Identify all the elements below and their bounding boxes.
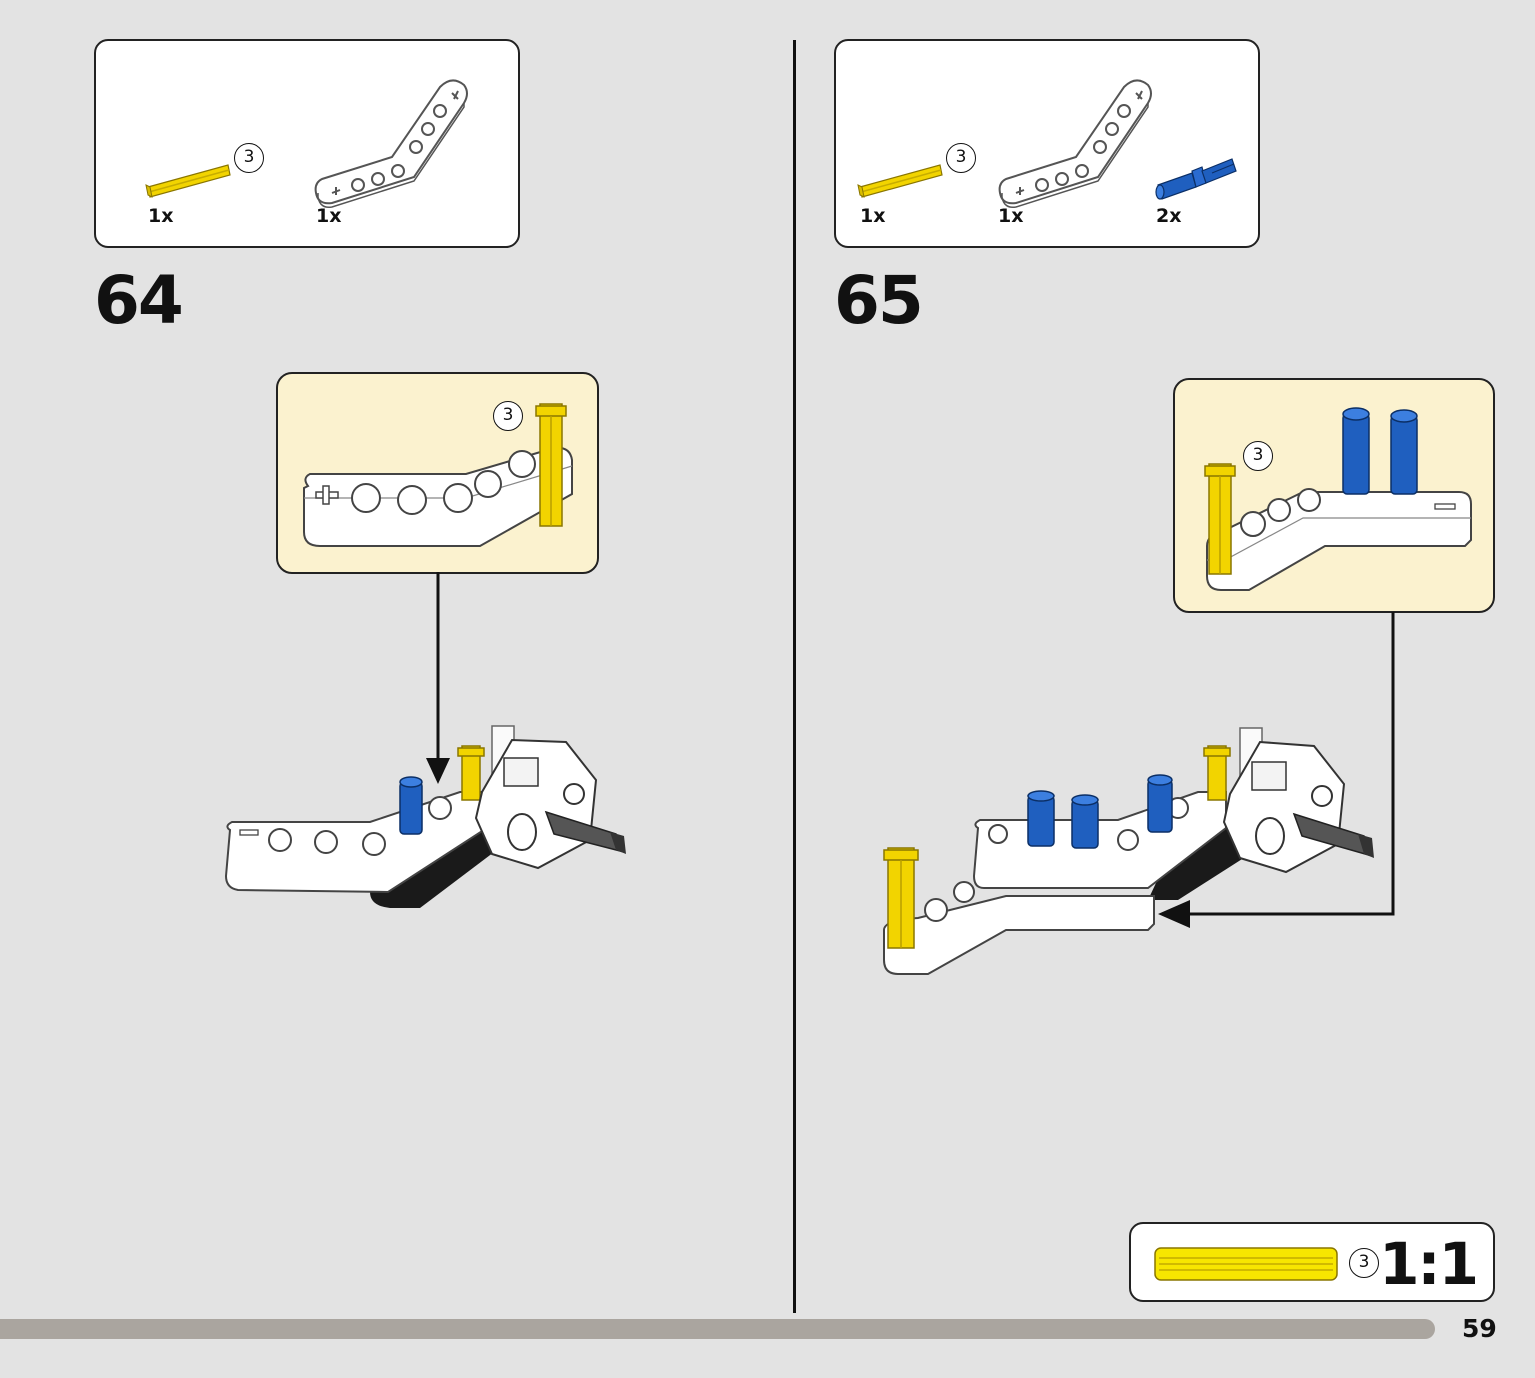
- part-qty: 1x: [316, 205, 342, 227]
- callout-step-65: 3: [1173, 378, 1495, 613]
- beam-with-axle-illustration: [303, 403, 573, 547]
- callout-step-64: 3: [276, 372, 599, 574]
- step-number: 65: [834, 262, 924, 339]
- part-qty: 1x: [998, 205, 1024, 227]
- placement-arrow: [1158, 612, 1395, 928]
- beam-with-axle-and-pins-illustration: [1204, 407, 1472, 591]
- yellow-axle-icon: [857, 164, 943, 198]
- page-progress-bar: [0, 1319, 1435, 1339]
- assembly-step-64-illustration: [224, 725, 626, 908]
- axle-scale-icon: [1154, 1247, 1338, 1281]
- scale-length-badge: 3: [1349, 1248, 1379, 1278]
- parts-list-step-65: 3 1x 1x 2x: [834, 39, 1260, 248]
- part-qty: 1x: [148, 205, 174, 227]
- axle-length-badge: 3: [234, 143, 264, 173]
- parts-list-step-64: 3 1x 1x: [94, 39, 520, 248]
- step-number: 64: [94, 262, 184, 339]
- white-bent-beam-icon: [998, 79, 1152, 209]
- scale-reference: 3 1:1: [1129, 1222, 1495, 1302]
- axle-length-badge: 3: [1243, 441, 1273, 471]
- part-qty: 2x: [1156, 205, 1182, 227]
- scale-label: 1:1: [1379, 1230, 1479, 1298]
- placement-arrow: [426, 572, 450, 784]
- white-bent-beam-icon: [314, 79, 468, 209]
- axle-length-badge: 3: [946, 143, 976, 173]
- yellow-axle-icon: [145, 164, 231, 198]
- page-number: 59: [1462, 1314, 1497, 1343]
- blue-pin-icon: [1155, 158, 1237, 200]
- page-divider: [793, 40, 796, 1313]
- part-qty: 1x: [860, 205, 886, 227]
- assembly-step-65-illustration: [883, 727, 1374, 975]
- axle-length-badge: 3: [493, 401, 523, 431]
